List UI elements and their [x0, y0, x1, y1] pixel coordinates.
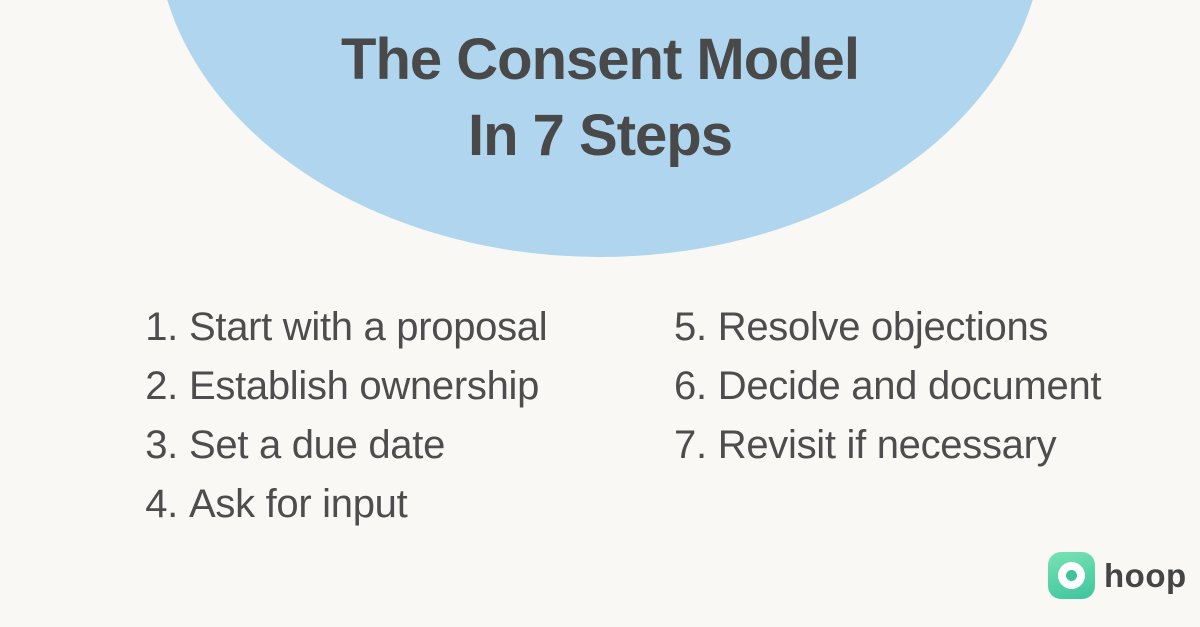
step-label: Resolve objections [717, 305, 1049, 349]
list-item: 5. Resolve objections [674, 298, 1101, 357]
step-number: 6. [674, 364, 707, 408]
list-item: 2. Establish ownership [140, 357, 547, 416]
step-number: 3. [145, 423, 178, 467]
step-label: Ask for input [189, 482, 408, 526]
step-number: 7. [674, 423, 707, 467]
step-label: Set a due date [189, 423, 446, 467]
step-number: 2. [145, 364, 178, 408]
step-label: Revisit if necessary [717, 423, 1057, 467]
list-item: 4. Ask for input [140, 475, 547, 534]
step-number: 4. [145, 482, 178, 526]
ring-shape [1058, 562, 1085, 589]
step-number: 1. [145, 305, 178, 349]
title-line-1: The Consent Model [341, 27, 860, 92]
step-label: Establish ownership [189, 364, 540, 408]
page-title: The Consent Model In 7 Steps [0, 22, 1200, 174]
list-item: 3. Set a due date [140, 416, 547, 475]
step-label: Start with a proposal [189, 305, 548, 349]
list-item: 1. Start with a proposal [140, 298, 547, 357]
logo-text: hoop [1104, 556, 1187, 594]
list-item: 7. Revisit if necessary [674, 416, 1101, 475]
steps-column-right: 5. Resolve objections 6. Decide and docu… [674, 298, 1102, 475]
step-label: Decide and document [717, 364, 1102, 408]
list-item: 6. Decide and document [674, 357, 1102, 416]
hoop-logo: hoop [1048, 552, 1187, 599]
title-line-2: In 7 Steps [468, 103, 733, 168]
hoop-ring-icon [1048, 552, 1095, 599]
steps-column-left: 1. Start with a proposal 2. Establish ow… [140, 298, 547, 534]
step-number: 5. [674, 305, 707, 349]
ring-center-dot [1066, 570, 1077, 581]
